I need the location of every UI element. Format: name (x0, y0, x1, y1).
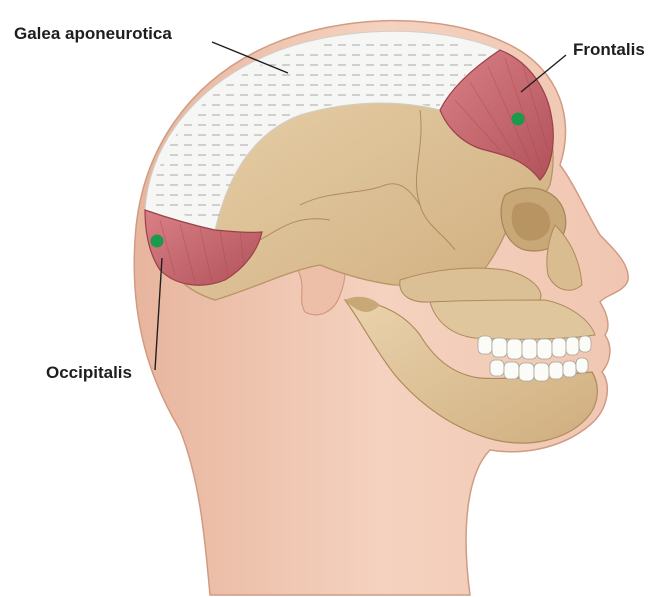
frontalis-marker-dot (512, 113, 525, 126)
occipitalis-label: Occipitalis (46, 363, 132, 382)
occipitalis-marker-dot (151, 235, 164, 248)
galea-aponeurotica-label: Galea aponeurotica (14, 24, 172, 43)
frontalis-label: Frontalis (573, 40, 645, 59)
